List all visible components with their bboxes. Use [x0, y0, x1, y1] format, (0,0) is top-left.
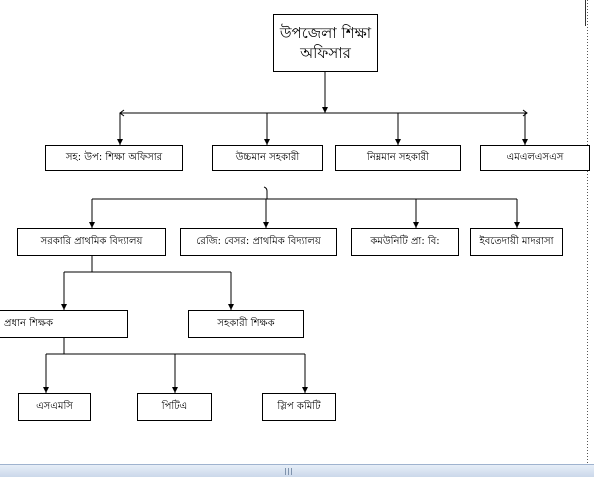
box-registered-nongovt-primary-school[interactable]: রেজি: বেসর: প্রাথমিক বিদ্যালয় — [180, 228, 337, 256]
box-head-teacher[interactable]: প্রধান শিক্ষক — [0, 310, 128, 338]
box-mlss[interactable]: এমএলএসএস — [480, 145, 590, 171]
connector-level3-stem — [263, 186, 268, 199]
box-upazila-education-officer[interactable]: উপজেলা শিক্ষা অফিসার — [273, 14, 378, 72]
box-label: স্লিপ কমিটি — [277, 400, 321, 412]
horizontal-scrollbar[interactable] — [0, 464, 594, 477]
box-govt-primary-school[interactable]: সরকারি প্রাথমিক বিদ্যালয় — [17, 228, 166, 256]
connector-layer — [43, 0, 588, 464]
box-label: ইবতেদায়ী মাদরাসা — [479, 235, 554, 247]
box-label: এসএমসি — [36, 400, 73, 412]
box-label: কমউনিটি প্রা: বি: — [370, 235, 440, 247]
box-label: নিম্নমান সহকারী — [366, 151, 430, 163]
box-assistant-teacher[interactable]: সহকারী শিক্ষক — [188, 310, 304, 338]
box-assistant-upazila-education-officer[interactable]: সহ: উপ: শিক্ষা অফিসার — [45, 145, 183, 171]
connector-level2-bus-right-end — [522, 109, 528, 117]
root-label-line1: উপজেলা শিক্ষা — [279, 24, 372, 42]
box-label: উচ্চমান সহকারী — [235, 151, 300, 163]
box-label: পিটিএ — [161, 400, 188, 412]
root-label-line2: অফিসার — [300, 44, 351, 62]
box-label: এমএলএসএস — [506, 151, 564, 163]
box-label: সহ: উপ: শিক্ষা অফিসার — [65, 151, 163, 163]
box-label: সহকারী শিক্ষক — [217, 317, 275, 329]
box-label: রেজি: বেসর: প্রাথমিক বিদ্যালয় — [196, 235, 321, 247]
grip-icon[interactable] — [285, 468, 294, 475]
box-label: সরকারি প্রাথমিক বিদ্যালয় — [40, 235, 143, 247]
box-lower-assistant[interactable]: নিম্নমান সহকারী — [335, 145, 461, 171]
box-higher-assistant[interactable]: উচ্চমান সহকারী — [212, 145, 323, 171]
box-pta[interactable]: পিটিএ — [137, 393, 212, 421]
box-label: প্রধান শিক্ষক — [4, 317, 53, 329]
box-slip-committee[interactable]: স্লিপ কমিটি — [262, 393, 336, 421]
box-community-primary-school[interactable]: কমউনিটি প্রা: বি: — [351, 228, 459, 256]
box-smc[interactable]: এসএমসি — [18, 393, 91, 421]
box-ebtedayee-madrasa[interactable]: ইবতেদায়ী মাদরাসা — [470, 228, 563, 256]
